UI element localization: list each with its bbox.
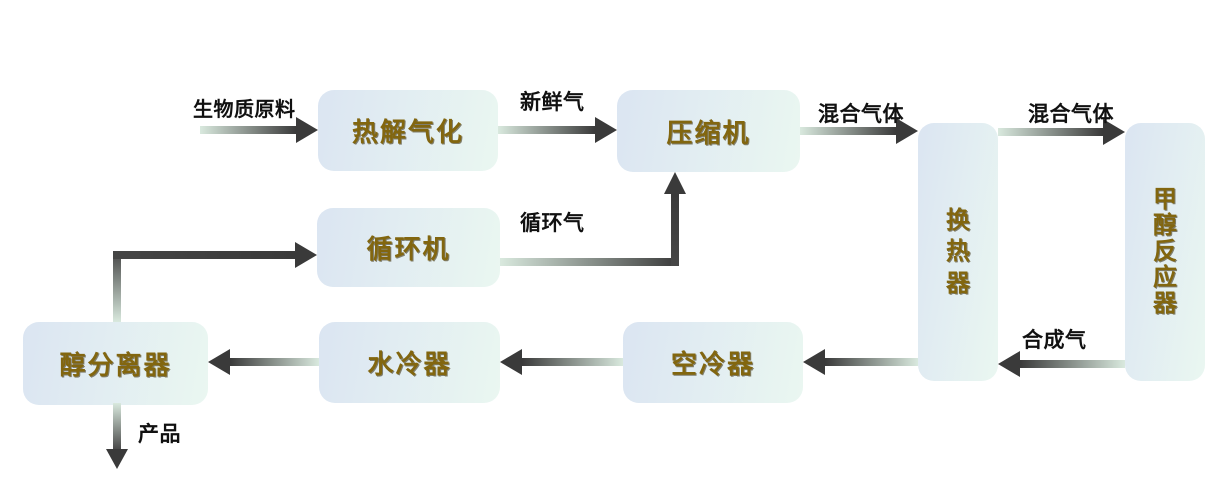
arrowhead-right-icon	[1103, 119, 1125, 145]
arrowhead-left-icon	[998, 351, 1020, 377]
node-compressor: 压缩机	[617, 90, 800, 172]
flow-label-recycle-gas: 循环气	[520, 210, 585, 235]
node-label-recycler: 循环机	[366, 235, 451, 265]
flow-label-syngas: 合成气	[1022, 327, 1087, 352]
node-recycler: 循环机	[317, 208, 500, 287]
arrow-separator-to-recycler-vertical	[113, 251, 121, 322]
node-pyrolysis-gasification: 热解气化	[318, 90, 498, 171]
node-label-water-cooler: 水冷器	[367, 350, 452, 380]
arrow-separator-to-recycler-horizontal	[113, 251, 295, 259]
node-label-heat-exchanger: 换热器	[946, 206, 970, 297]
node-label-methanol-reactor: 甲醇反应器	[1153, 185, 1177, 317]
arrow-recycle-gas-horizontal	[500, 258, 679, 266]
arrowhead-right-icon	[295, 242, 317, 268]
arrowhead-right-icon	[595, 117, 617, 143]
flow-label-mixed-gas-2: 混合气体	[1028, 101, 1114, 126]
node-label-compressor: 压缩机	[666, 118, 751, 149]
arrowhead-up-icon	[664, 172, 686, 194]
node-water-cooler: 水冷器	[319, 322, 500, 403]
arrow-recycle-gas-vertical	[671, 194, 679, 266]
arrowhead-left-icon	[803, 349, 825, 375]
arrow-aircooler-to-watercooler	[522, 358, 623, 366]
arrow-syngas	[1020, 360, 1125, 368]
node-label-alcohol-separator: 醇分离器	[59, 351, 172, 381]
flow-label-mixed-gas-1: 混合气体	[818, 101, 904, 126]
arrowhead-down-icon	[106, 449, 128, 469]
node-label-air-cooler: 空冷器	[670, 350, 755, 380]
node-heat-exchanger: 换热器	[918, 123, 998, 381]
arrow-mixed-gas-1	[800, 127, 896, 135]
node-alcohol-separator: 醇分离器	[23, 322, 208, 405]
arrowhead-right-icon	[896, 118, 918, 144]
arrow-product	[113, 403, 121, 449]
node-air-cooler: 空冷器	[623, 322, 803, 403]
node-methanol-reactor: 甲醇反应器	[1125, 123, 1205, 381]
arrowhead-left-icon	[208, 349, 230, 375]
arrow-mixed-gas-2	[998, 128, 1103, 136]
arrowhead-right-icon	[296, 117, 318, 143]
arrow-biomass-feed	[200, 126, 296, 134]
flow-label-product: 产品	[138, 421, 181, 446]
node-label-pyrolysis: 热解气化	[351, 118, 464, 148]
flow-label-biomass: 生物质原料	[193, 97, 296, 121]
arrow-fresh-gas	[498, 126, 595, 134]
arrow-watercooler-to-separator	[230, 358, 319, 366]
arrow-exchanger-to-aircooler	[825, 358, 918, 366]
flow-label-fresh-gas: 新鲜气	[520, 89, 585, 114]
arrowhead-left-icon	[500, 349, 522, 375]
